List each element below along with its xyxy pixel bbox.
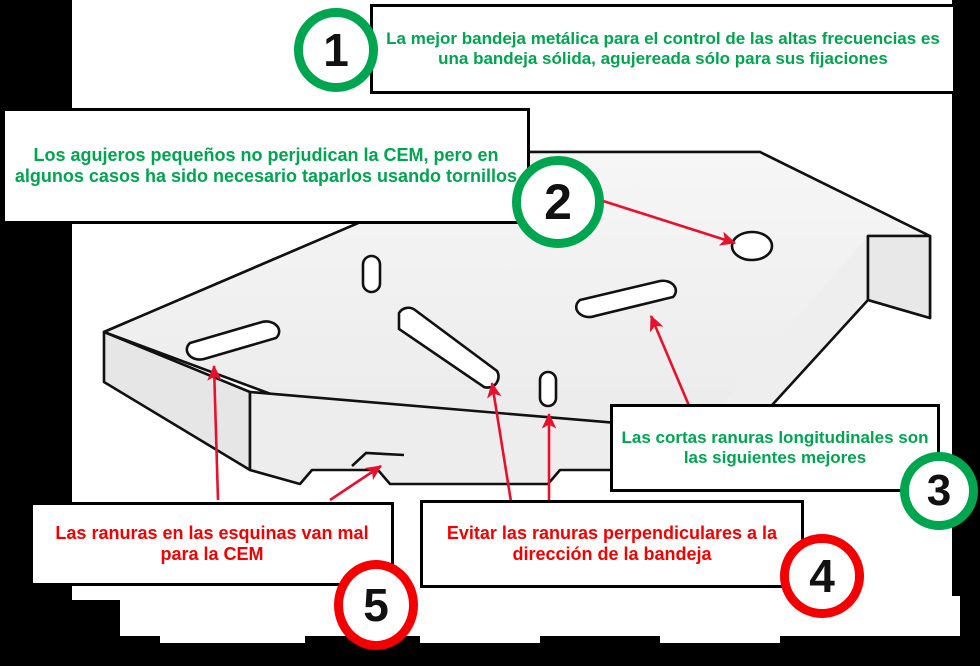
- callout-badge-1: 1: [294, 8, 378, 92]
- arrow-to-long-slot-right: [649, 315, 692, 409]
- callout-box-5: Las ranuras en las esquinas van mal para…: [30, 502, 394, 586]
- callout-badge-2-number: 2: [544, 174, 572, 230]
- callout-badge-4-number: 4: [809, 550, 835, 602]
- callout-5-text: Las ranuras en las esquinas van mal para…: [55, 523, 369, 564]
- lower-step-mid: [420, 618, 540, 643]
- longitudinal-slot-right: [574, 279, 678, 319]
- arrow-to-long-slot-left: [207, 364, 222, 501]
- corner-notch: [351, 451, 405, 467]
- callout-badge-4: 4: [780, 534, 864, 618]
- callout-box-3: Las cortas ranuras longitudinales son la…: [610, 404, 940, 492]
- callout-3-text: Las cortas ranuras longitudinales son la…: [621, 428, 929, 467]
- callout-badge-3-number: 3: [926, 466, 952, 515]
- perpendicular-slot: [397, 306, 500, 389]
- callout-badge-2: 2: [512, 156, 604, 248]
- callout-badge-1-number: 1: [323, 24, 349, 76]
- arrow-to-round-hole: [599, 198, 736, 246]
- callout-box-4: Evitar las ranuras perpendiculares a la …: [420, 500, 804, 588]
- callout-badge-3: 3: [900, 452, 978, 530]
- callout-badge-5: 5: [334, 560, 418, 650]
- callout-badge-5-number: 5: [363, 579, 389, 631]
- back-flange-slot: [361, 254, 382, 294]
- callout-4-text: Evitar las ranuras perpendiculares a la …: [446, 523, 778, 564]
- round-fixing-hole: [730, 230, 774, 262]
- arrow-to-perp-slot: [487, 381, 514, 509]
- callout-1-text: La mejor bandeja metálica para el contro…: [386, 29, 940, 68]
- lower-step-left: [160, 618, 305, 643]
- front-lip-slot: [538, 370, 558, 408]
- callout-box-2: Los agujeros pequeños no perjudican la C…: [2, 108, 530, 224]
- lower-step-right: [660, 618, 780, 643]
- longitudinal-slot-left: [185, 320, 281, 361]
- callout-2-text: Los agujeros pequeños no perjudican la C…: [14, 145, 518, 186]
- callout-box-1: La mejor bandeja metálica para el contro…: [370, 4, 956, 94]
- arrow-to-corner-notch: [329, 464, 382, 502]
